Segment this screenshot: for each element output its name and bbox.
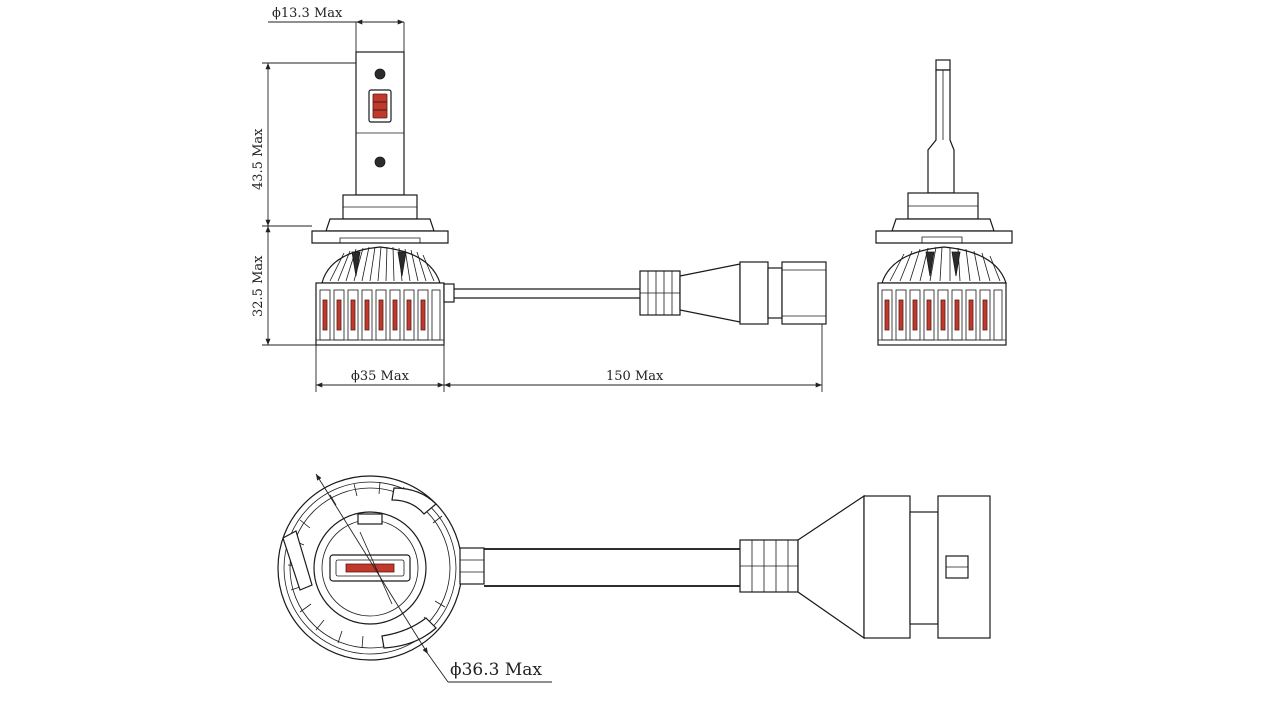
side-view (875, 59, 1013, 346)
dim-chip-width: ϕ13.3 Max (272, 6, 343, 21)
dim-upper-height: 43.5 Max (251, 128, 266, 190)
front-view-dimensions: ϕ13.3 Max 43.5 Max 32.5 Max ϕ35 Max 150 … (251, 6, 823, 392)
dim-lower-height: 32.5 Max (251, 255, 266, 317)
rear-view-dimensions: ϕ36.3 Max (315, 473, 552, 683)
dim-cable-length: 150 Max (606, 369, 664, 384)
rear-view (277, 475, 991, 661)
dim-rear-diameter: ϕ36.3 Max (450, 660, 542, 680)
front-view (311, 51, 827, 346)
dim-base-diameter: ϕ35 Max (351, 369, 410, 384)
